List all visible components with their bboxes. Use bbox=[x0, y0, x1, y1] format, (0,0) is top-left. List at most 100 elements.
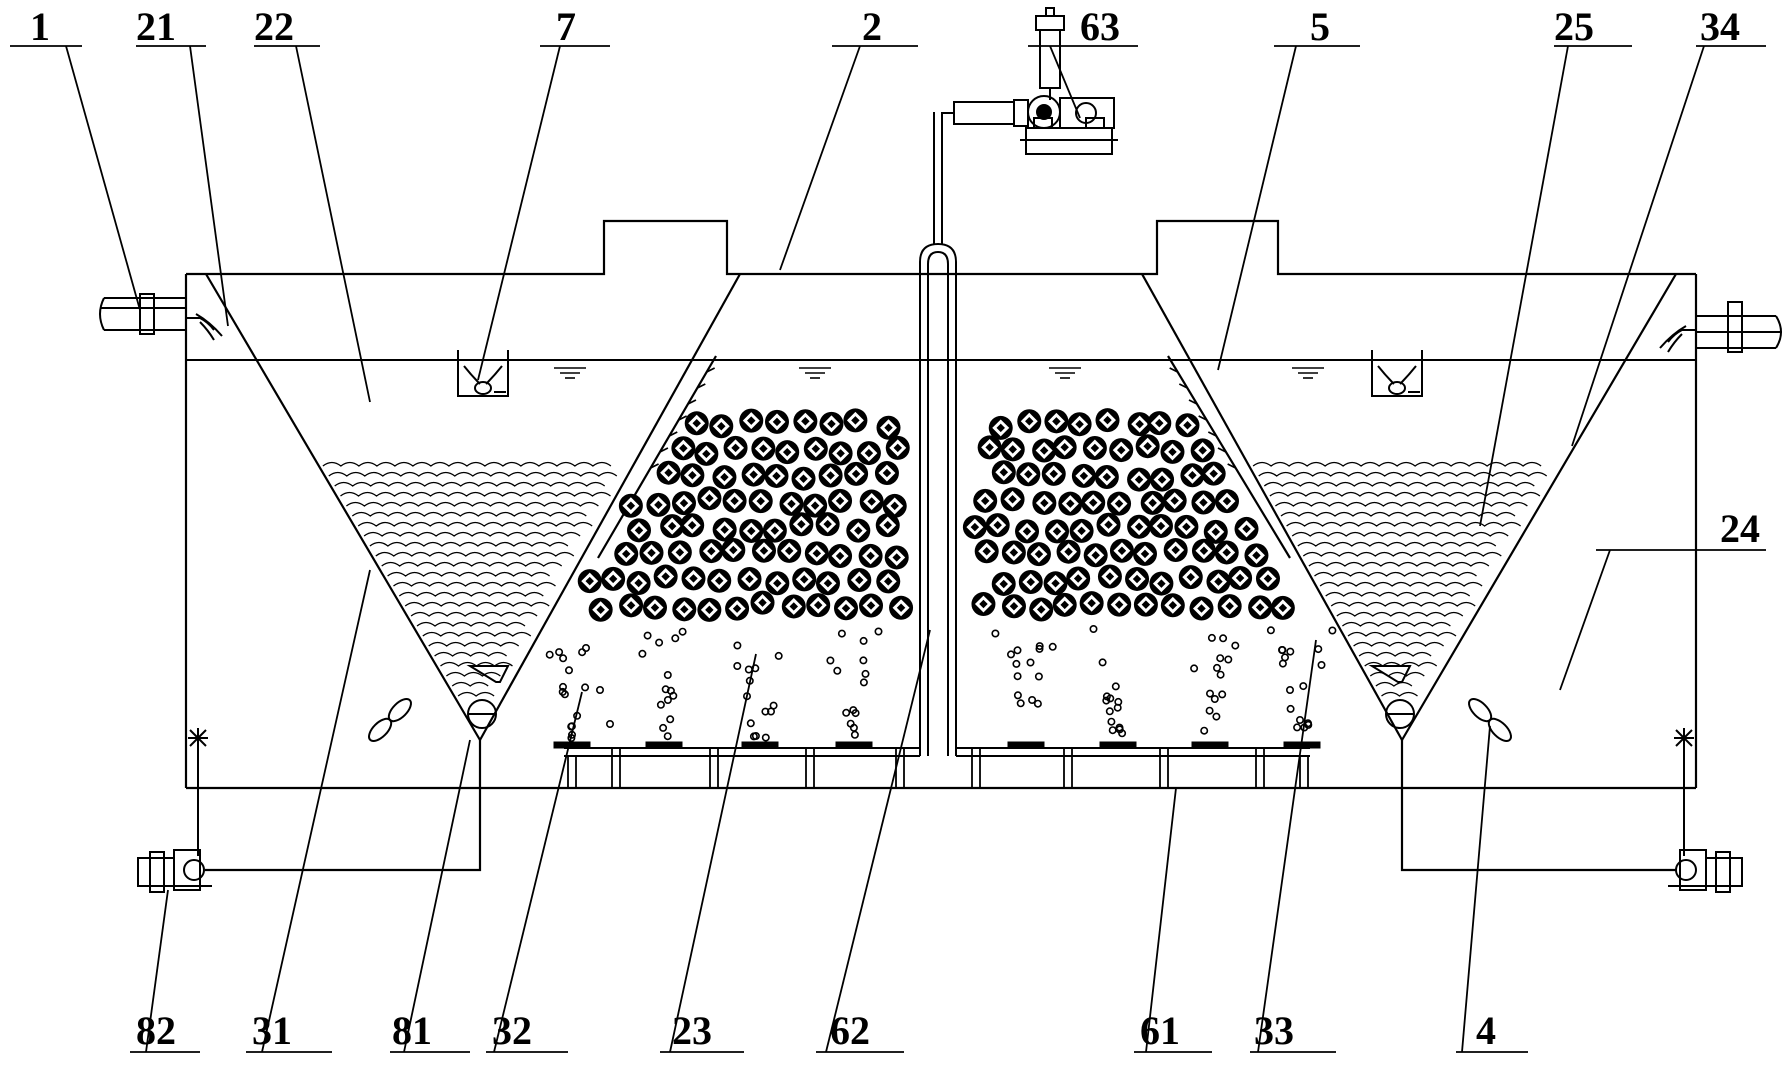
bubble bbox=[1231, 641, 1240, 650]
bubble bbox=[861, 669, 870, 678]
bubble bbox=[849, 706, 858, 715]
plate-tooth bbox=[1198, 415, 1208, 421]
filler-ball bbox=[1160, 593, 1185, 618]
bubble bbox=[874, 627, 883, 636]
filler-ball bbox=[792, 567, 817, 592]
filler-ball bbox=[1015, 519, 1040, 544]
filler-ball bbox=[793, 409, 818, 434]
filler-ball bbox=[750, 590, 775, 615]
sludge-wave bbox=[393, 581, 556, 587]
bubble bbox=[1013, 691, 1022, 700]
filler-ball bbox=[764, 463, 789, 488]
sludge-wave bbox=[1263, 481, 1535, 487]
sludge-wave bbox=[410, 611, 538, 617]
filler-ball bbox=[1270, 595, 1295, 620]
sludge-wave bbox=[375, 551, 575, 557]
filler-ball bbox=[985, 513, 1010, 538]
filler-ball bbox=[1017, 409, 1042, 434]
filler-ball bbox=[1066, 566, 1091, 591]
bubble bbox=[846, 719, 855, 728]
filler-balls bbox=[577, 408, 1295, 622]
sludge-wave bbox=[387, 571, 550, 577]
sludge-wave bbox=[1381, 691, 1418, 697]
bubble bbox=[1028, 695, 1037, 704]
bubble bbox=[1299, 682, 1308, 691]
filler-ball bbox=[828, 488, 853, 513]
label-21: 21 bbox=[136, 4, 176, 49]
bubble bbox=[826, 656, 835, 665]
filler-ball bbox=[1096, 512, 1121, 537]
filler-ball bbox=[1082, 436, 1107, 461]
filler-ball bbox=[1109, 438, 1134, 463]
bubble bbox=[564, 666, 573, 675]
inclined-plate-teeth bbox=[650, 367, 1237, 469]
bubble bbox=[1034, 672, 1043, 681]
filler-ball bbox=[1032, 438, 1057, 463]
sludge-wave bbox=[451, 681, 489, 687]
filler-ball bbox=[885, 435, 910, 460]
bubble bbox=[1224, 655, 1233, 664]
filler-ball bbox=[843, 408, 868, 433]
filler-ball bbox=[1217, 594, 1242, 619]
filler-ball bbox=[876, 415, 901, 440]
filler-ball bbox=[988, 415, 1013, 440]
filler-ball bbox=[721, 538, 746, 563]
filler-ball bbox=[1125, 566, 1150, 591]
filler-ball bbox=[1052, 592, 1077, 617]
diffuser-head bbox=[1191, 741, 1229, 749]
diffuser-head bbox=[553, 741, 591, 749]
filler-ball bbox=[815, 571, 840, 596]
sludge-wave bbox=[1347, 631, 1457, 637]
bubble bbox=[842, 708, 851, 717]
filler-ball bbox=[1206, 569, 1231, 594]
bubble bbox=[1016, 699, 1025, 708]
bubble bbox=[1013, 646, 1022, 655]
filler-ball bbox=[1095, 408, 1120, 433]
filler-ball bbox=[1133, 541, 1158, 566]
bubble bbox=[1033, 699, 1042, 708]
bubble bbox=[1114, 697, 1123, 706]
filler-ball bbox=[722, 488, 747, 513]
filler-ball bbox=[1201, 461, 1226, 486]
filler-ball bbox=[977, 435, 1002, 460]
filler-ball bbox=[1175, 413, 1200, 438]
sludge-wave bbox=[322, 461, 612, 467]
label-33: 33 bbox=[1254, 1008, 1294, 1053]
sludge-wave bbox=[398, 591, 544, 597]
filler-ball bbox=[876, 569, 901, 594]
label-34: 34 bbox=[1700, 4, 1740, 49]
filler-ball bbox=[882, 493, 907, 518]
filler-ball bbox=[815, 512, 840, 537]
filler-ball bbox=[601, 566, 626, 591]
filler-ball bbox=[834, 596, 859, 621]
filler-ball bbox=[681, 566, 706, 591]
filler-ball bbox=[1191, 490, 1216, 515]
filler-ball bbox=[1203, 519, 1228, 544]
bubble bbox=[761, 707, 770, 716]
filler-ball bbox=[1160, 439, 1185, 464]
filler-ball bbox=[1180, 463, 1205, 488]
filler-ball bbox=[751, 538, 776, 563]
filler-ball bbox=[1081, 490, 1106, 515]
sludge-wave bbox=[1353, 641, 1444, 647]
bubble bbox=[1115, 725, 1124, 734]
filler-ball bbox=[859, 593, 884, 618]
sludge-wave bbox=[1291, 531, 1509, 537]
bubble bbox=[769, 701, 778, 710]
filler-ball bbox=[667, 540, 692, 565]
bubble bbox=[1296, 715, 1305, 724]
bubble bbox=[1200, 726, 1209, 735]
filler-ball bbox=[1056, 539, 1081, 564]
filler-ball bbox=[1190, 438, 1215, 463]
filler-ball bbox=[1001, 594, 1026, 619]
filler-ball bbox=[803, 493, 828, 518]
sludge-wave bbox=[1369, 671, 1425, 677]
sludge-wave bbox=[1375, 681, 1413, 687]
plate-tooth bbox=[650, 463, 659, 469]
filler-ball bbox=[1214, 489, 1239, 514]
filler-ball bbox=[712, 517, 737, 542]
filler-ball bbox=[844, 461, 869, 486]
label-63: 63 bbox=[1080, 4, 1120, 49]
bubble bbox=[1111, 682, 1120, 691]
